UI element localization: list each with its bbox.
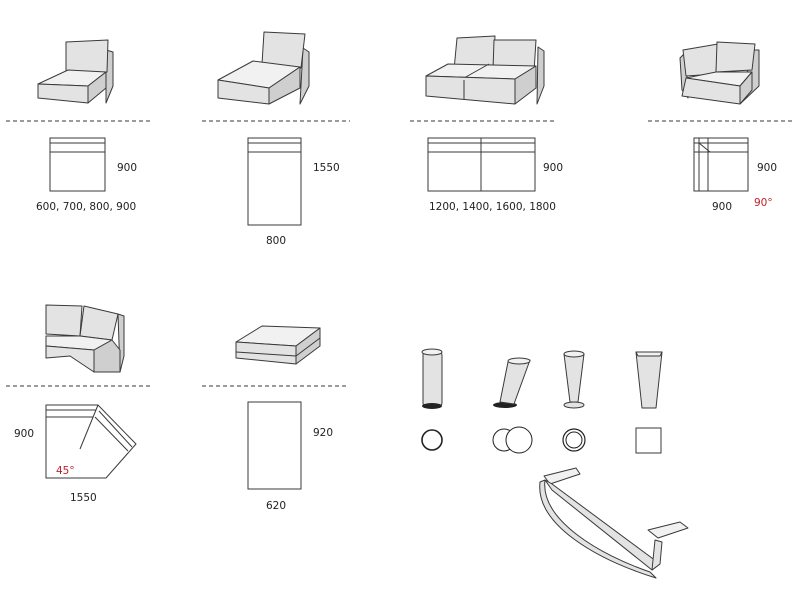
corner-45-sketch: [45, 304, 125, 373]
chaise-plan: [247, 137, 302, 226]
ring-icon: [562, 428, 586, 452]
ottoman-width: 920: [313, 427, 334, 439]
corner-depth: 900: [712, 201, 733, 213]
sledge-base-icon: [539, 467, 689, 579]
two-seat-plan: [427, 137, 536, 192]
chaise-width: 1550: [313, 162, 340, 174]
corner-45-width: 900: [14, 428, 35, 440]
corner-45-angle: 45°: [56, 465, 75, 477]
ottoman-sketch: [235, 325, 321, 365]
ring-icon: [421, 429, 443, 451]
double-ring-icon: [492, 426, 533, 454]
tapered-square-foot-icon: [635, 351, 663, 409]
armless-chair-depth: 600, 700, 800, 900: [36, 201, 137, 213]
cylinder-foot-icon: [421, 348, 443, 409]
ottoman-plan: [247, 401, 302, 490]
two-seat-depth: 1200, 1400, 1600, 1800: [429, 201, 556, 213]
corner-45-plan: [45, 404, 137, 479]
square-icon: [635, 427, 662, 454]
ottoman-depth: 620: [266, 500, 287, 512]
armless-chair-sketch: [37, 39, 114, 104]
corner-angle: 90°: [754, 197, 773, 209]
corner-45-depth: 1550: [70, 492, 97, 504]
chaise-sketch: [217, 31, 310, 105]
armless-chair-width: 900: [117, 162, 138, 174]
corner-plan: [693, 137, 749, 192]
corner-width: 900: [757, 162, 778, 174]
corner-sketch: [679, 41, 760, 105]
two-seat-width: 900: [543, 162, 564, 174]
slanted-foot-icon: [493, 357, 531, 408]
two-seat-sketch: [425, 35, 545, 105]
armless-chair-plan: [49, 137, 106, 192]
chaise-depth: 800: [266, 235, 287, 247]
tapered-round-foot-icon: [563, 350, 585, 409]
